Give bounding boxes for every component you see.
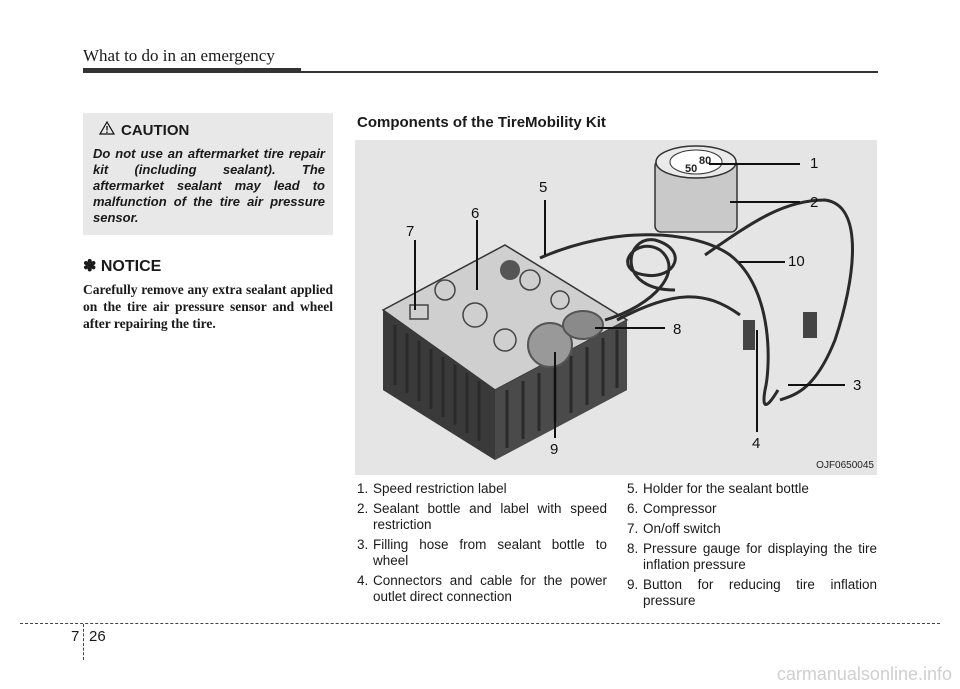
figure-code: OJF0650045 <box>816 460 874 471</box>
caution-header: CAUTION <box>98 120 325 140</box>
section-title: Components of the TireMobility Kit <box>357 114 606 131</box>
chapter-number: 7 <box>71 628 80 645</box>
callout-leaders <box>414 163 845 438</box>
legend-item: 1.Speed restriction label <box>357 481 507 496</box>
notice-text: Carefully remove any extra sealant appli… <box>83 282 333 331</box>
legend-item: 6.Compressor <box>627 501 717 516</box>
warning-triangle-icon <box>98 120 116 140</box>
sealant-bottle-illustration <box>654 145 738 233</box>
watermark: carmanualsonline.info <box>776 664 952 684</box>
gauge-label-50: 50 <box>685 163 697 175</box>
footer-rule <box>20 623 940 624</box>
gauge-label-80: 80 <box>699 155 711 167</box>
callout-6: 6 <box>471 205 479 222</box>
callout-8: 8 <box>673 321 681 338</box>
legend-column-right: 5.Holder for the sealant bottle 6.Compre… <box>627 481 877 613</box>
callout-7: 7 <box>406 223 414 240</box>
page-number: 26 <box>89 628 106 645</box>
legend-item: 8.Pressure gauge for displaying the tire… <box>627 541 877 572</box>
legend-item: 7.On/off switch <box>627 521 721 536</box>
caution-title: CAUTION <box>121 122 190 139</box>
callout-9: 9 <box>550 441 558 458</box>
legend-item: 3.Filling hose from sealant bottle to wh… <box>357 537 607 568</box>
legend-column-left: 1.Speed restriction label 2.Sealant bott… <box>357 481 607 609</box>
hose-nozzle-illustration <box>803 312 817 338</box>
notice-title: ✽ NOTICE <box>83 258 162 275</box>
caution-box: CAUTION Do not use an aftermarket tire r… <box>83 113 333 235</box>
page-header-title: What to do in an emergency <box>83 46 275 65</box>
kit-illustration: 80 50 1 2 3 4 5 6 7 8 9 10 <box>381 145 861 460</box>
tire-mobility-kit-figure: 80 50 1 2 3 4 5 6 7 8 9 10 OJF0650045 <box>355 140 877 475</box>
legend-item: 4.Connectors and cable for the power out… <box>357 573 607 604</box>
callout-4: 4 <box>752 435 760 452</box>
callout-3: 3 <box>853 377 861 394</box>
callout-10: 10 <box>788 253 805 270</box>
callout-1: 1 <box>810 155 818 172</box>
callout-5: 5 <box>539 179 547 196</box>
legend-item: 5.Holder for the sealant bottle <box>627 481 809 496</box>
compressor-illustration <box>381 244 629 460</box>
header-accent-bar <box>83 68 301 73</box>
legend-item: 9.Button for reducing tire inflation pre… <box>627 577 877 608</box>
legend-item: 2.Sealant bottle and label with speed re… <box>357 501 607 532</box>
connector-plug-illustration <box>743 320 755 350</box>
callout-2: 2 <box>810 194 818 211</box>
page-number-separator <box>83 624 85 660</box>
caution-text: Do not use an aftermarket tire repair ki… <box>93 146 325 225</box>
hoses-illustration <box>539 198 854 406</box>
header-rule <box>83 71 878 73</box>
